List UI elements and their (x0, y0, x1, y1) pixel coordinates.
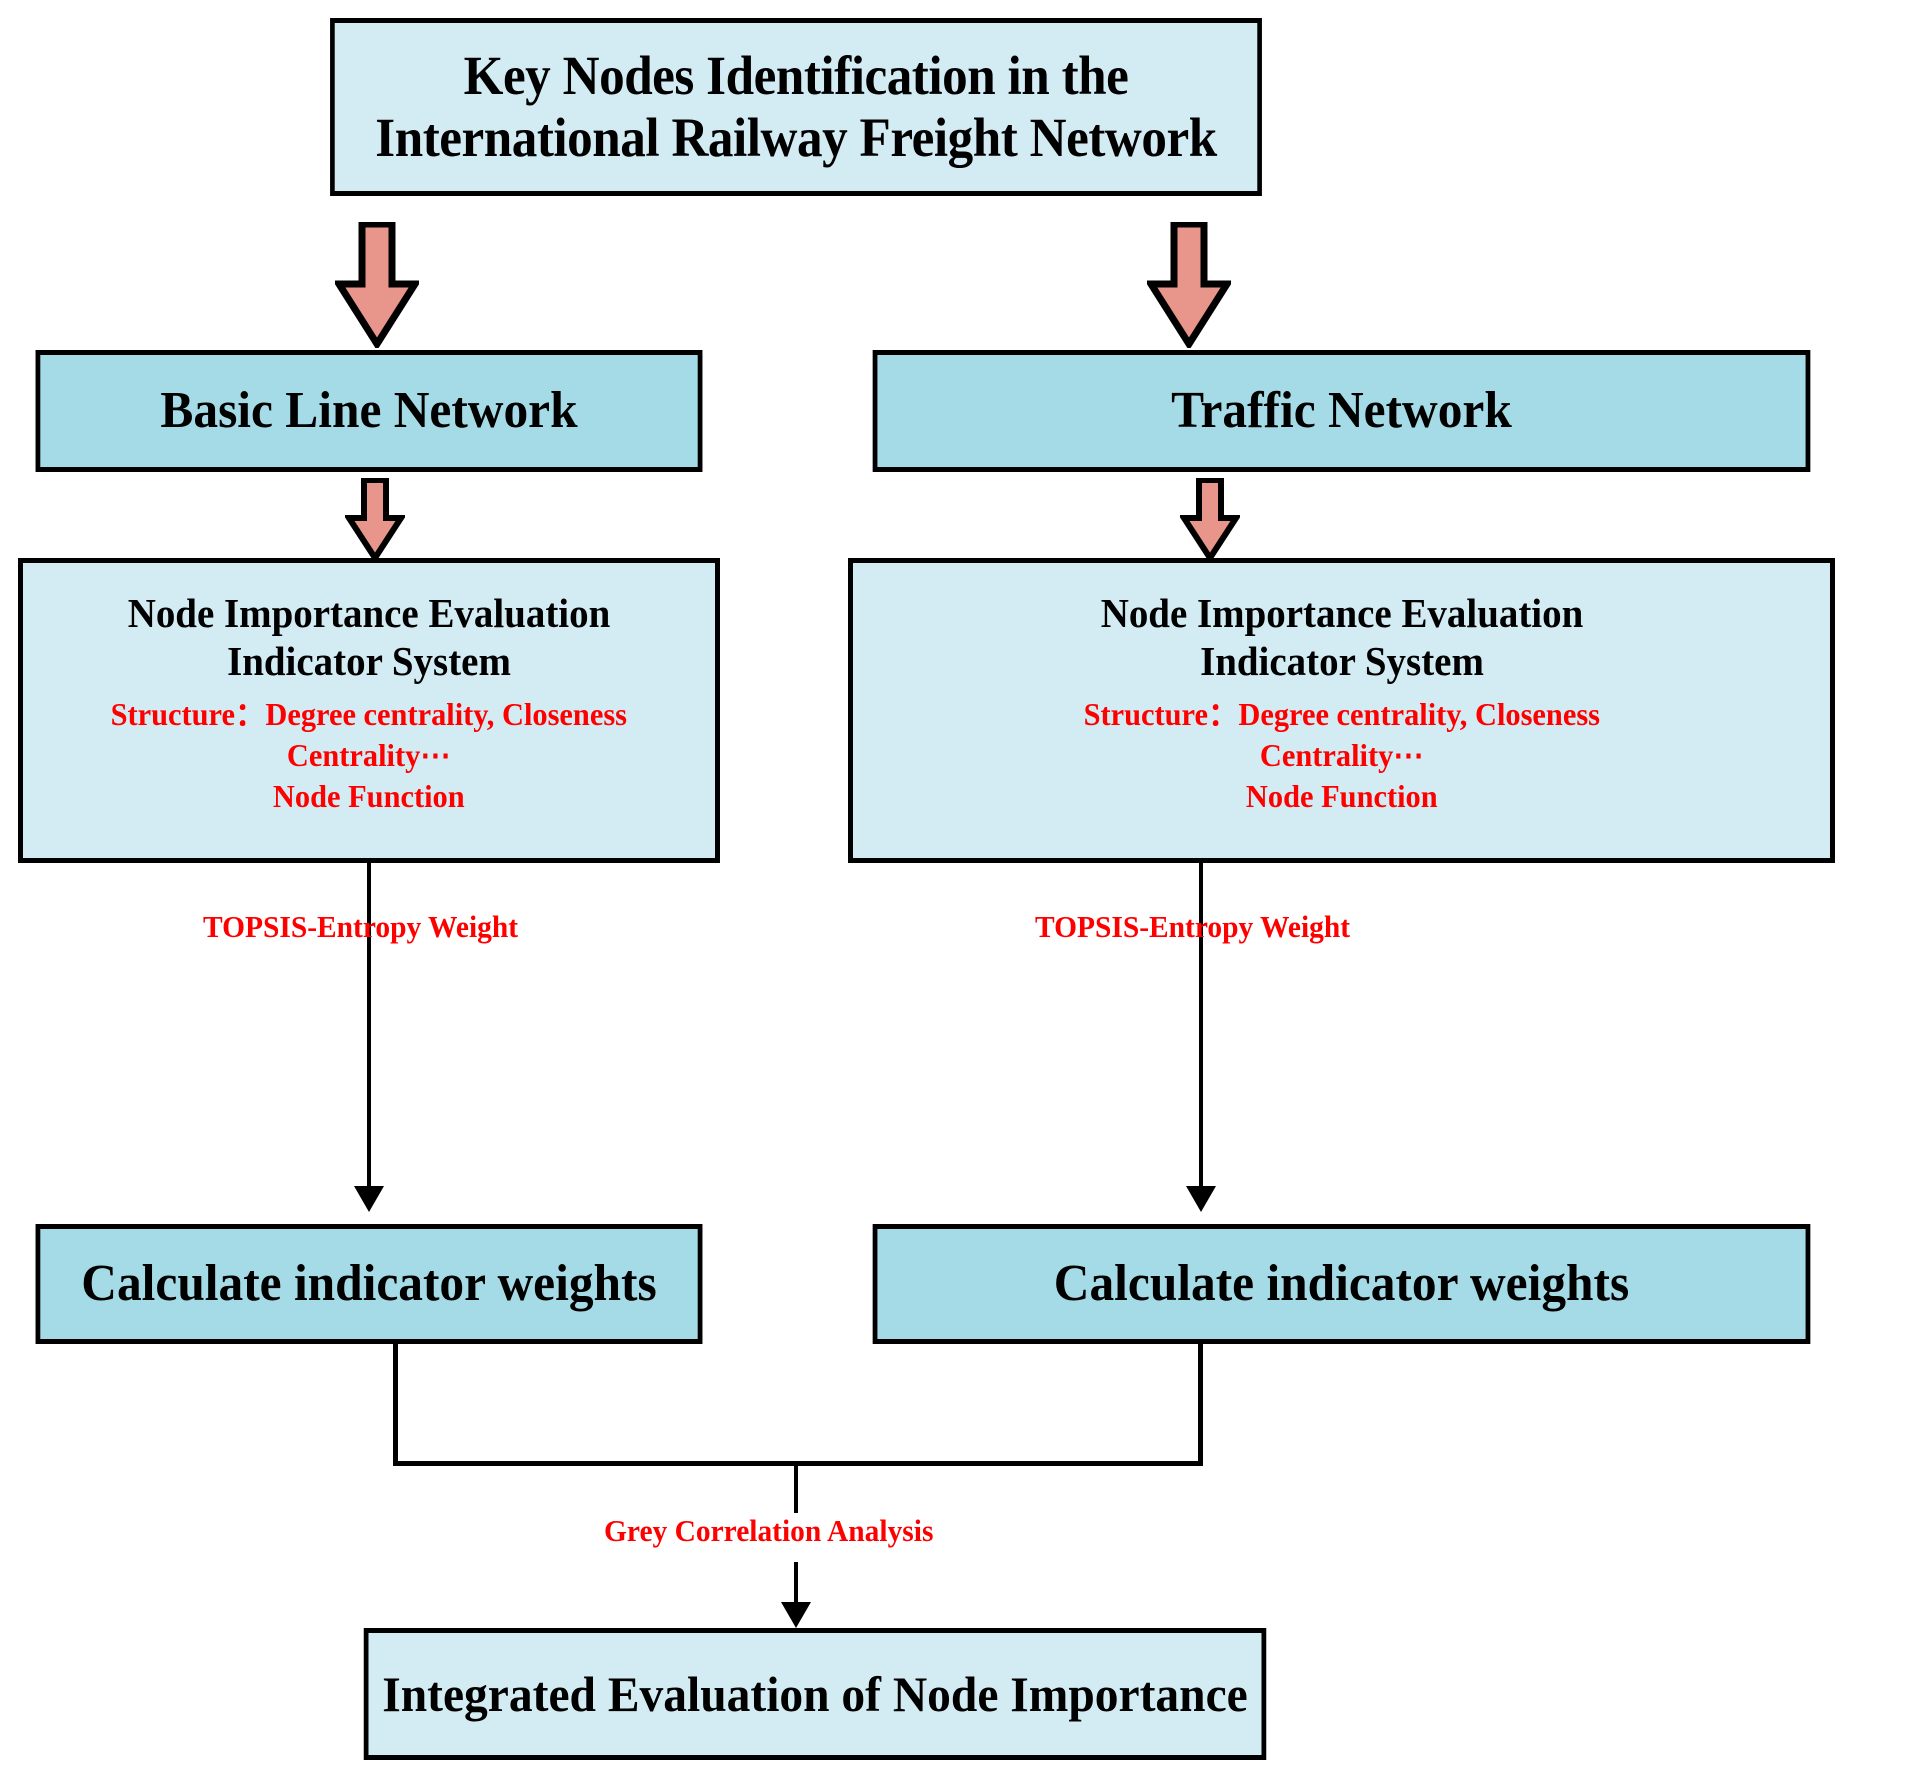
connector-right-system-to-calculate (1199, 863, 1203, 1188)
arrow-title-to-traffic-network (1147, 222, 1231, 348)
right-system-heading: Node Importance Evaluation Indicator Sys… (1100, 589, 1583, 686)
right-system-detail-centrality: Centrality⋯ (1259, 736, 1424, 773)
left-system-details: Structure：Degree centrality, Closeness C… (97, 694, 640, 817)
arrow-basic-line-network-to-indicator-system (345, 478, 405, 562)
merge-drop-left (393, 1344, 398, 1466)
merge-drop-right (1198, 1344, 1203, 1466)
final-integrated-evaluation-box: Integrated Evaluation of Node Importance (363, 1628, 1267, 1760)
traffic-network-box: Traffic Network (872, 350, 1811, 472)
left-system-heading-line-2: Indicator System (227, 638, 511, 685)
merge-stub-upper (794, 1461, 798, 1513)
left-calculate-weights-label: Calculate indicator weights (81, 1254, 657, 1312)
arrowhead-left-system-to-calculate (354, 1186, 384, 1212)
basic-line-network-box: Basic Line Network (35, 350, 703, 472)
merge-horizontal-bar (393, 1461, 1203, 1466)
final-integrated-evaluation-label: Integrated Evaluation of Node Importance (382, 1666, 1248, 1722)
arrowhead-merge-to-final (781, 1602, 811, 1628)
merge-stub-lower (794, 1562, 798, 1606)
right-system-heading-line-1: Node Importance Evaluation (1100, 590, 1583, 636)
left-system-detail-centrality: Centrality⋯ (287, 736, 451, 773)
right-system-detail-node-function: Node Function (1245, 777, 1438, 814)
arrowhead-right-system-to-calculate (1186, 1186, 1216, 1212)
right-edge-label-topsis: TOPSIS-Entropy Weight (1035, 909, 1351, 944)
right-indicator-system-box: Node Importance Evaluation Indicator Sys… (848, 558, 1835, 863)
arrow-title-to-basic-line-network (335, 222, 419, 348)
traffic-network-label: Traffic Network (1171, 381, 1512, 439)
left-indicator-system-box: Node Importance Evaluation Indicator Sys… (18, 558, 720, 863)
right-system-heading-line-2: Indicator System (1199, 638, 1484, 685)
right-system-detail-structure: Structure：Degree centrality, Closeness (1083, 695, 1600, 732)
arrow-traffic-network-to-indicator-system (1180, 478, 1240, 562)
basic-line-network-label: Basic Line Network (160, 381, 578, 439)
left-system-heading-line-1: Node Importance Evaluation (127, 590, 611, 636)
title-box: Key Nodes Identification in the Internat… (330, 18, 1262, 196)
left-edge-label-topsis: TOPSIS-Entropy Weight (203, 909, 519, 944)
connector-left-system-to-calculate (367, 863, 371, 1188)
title-line-2: International Railway Freight Network (375, 107, 1217, 168)
left-system-detail-structure: Structure：Degree centrality, Closeness (110, 695, 628, 732)
merge-edge-label-grey-correlation: Grey Correlation Analysis (604, 1513, 934, 1548)
left-system-detail-node-function: Node Function (273, 777, 465, 814)
right-calculate-weights-box: Calculate indicator weights (872, 1224, 1811, 1344)
right-calculate-weights-label: Calculate indicator weights (1053, 1254, 1630, 1312)
left-system-heading: Node Importance Evaluation Indicator Sys… (128, 589, 611, 686)
title-line-1: Key Nodes Identification in the (463, 45, 1129, 107)
right-system-details: Structure：Degree centrality, Closeness C… (1070, 694, 1613, 817)
left-calculate-weights-box: Calculate indicator weights (35, 1224, 703, 1344)
